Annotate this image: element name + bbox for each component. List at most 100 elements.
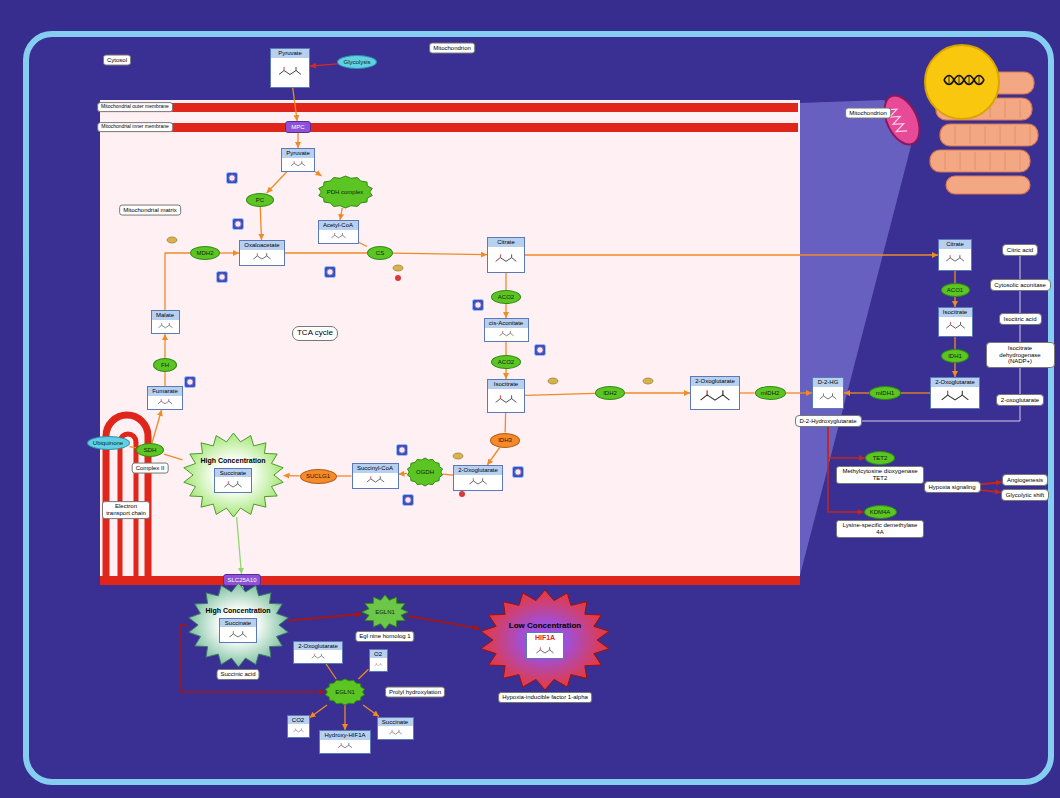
structure-drawing xyxy=(323,742,367,751)
enzyme-ellipse: ACO1 xyxy=(941,283,970,297)
structure-drawing xyxy=(297,653,339,661)
label-box: Cytosolic aconitase xyxy=(990,279,1051,291)
node-text: FH xyxy=(161,362,169,369)
region-label: Mitochondrion xyxy=(845,108,891,119)
node-text: Isocitrate xyxy=(939,308,972,317)
enzyme-complex: EGLN1 xyxy=(325,679,365,705)
reaction-connector xyxy=(505,342,506,355)
structure-drawing xyxy=(457,477,499,488)
reaction-connector xyxy=(828,427,865,458)
structure-bond xyxy=(509,331,510,333)
node-text: EGLN1 xyxy=(375,609,395,616)
node-text: SDH xyxy=(144,447,157,454)
metabolite-box: Succinate xyxy=(377,717,414,740)
structure-bond xyxy=(942,395,969,400)
structure-bond xyxy=(500,395,501,398)
enzyme-ellipse: MDH2 xyxy=(190,246,220,260)
structure-bond xyxy=(496,258,517,262)
node-text: Isocitric acid xyxy=(1003,316,1036,323)
node-text: 2-Oxoglutarate xyxy=(691,377,739,386)
metabolite-box: Malate xyxy=(151,310,180,334)
enzyme-ellipse: ACO2 xyxy=(491,290,521,304)
structure-bond xyxy=(389,731,402,733)
structure-bond xyxy=(959,255,960,258)
node-text: TCA cycle xyxy=(297,328,333,337)
node-text: CO2 xyxy=(288,716,309,725)
node-text: Succinyl-CoA xyxy=(353,464,398,473)
metabolite-box: Hydroxy-HIF1A xyxy=(319,730,371,754)
node-text: Cytosolic aconitase xyxy=(994,282,1046,289)
structure-drawing xyxy=(356,475,395,486)
outline-shape xyxy=(318,176,372,208)
node-caption: Lysine-specific demethylase 4A xyxy=(836,520,924,538)
reaction-connector xyxy=(293,88,297,121)
mitochondrion-figure xyxy=(877,90,926,150)
metabolite-box: cis-Aconitate xyxy=(484,318,529,342)
node-text: D-2-HG xyxy=(813,378,843,387)
reaction-connector xyxy=(1020,291,1021,313)
reaction-connector xyxy=(359,242,368,246)
structure-bond xyxy=(229,633,246,636)
reaction-connector xyxy=(315,172,322,176)
structure-bond xyxy=(296,67,297,71)
reaction-connector xyxy=(310,705,328,718)
structure-bond xyxy=(301,161,302,163)
region-label: Complex II xyxy=(132,463,169,474)
structure-bond xyxy=(391,729,392,731)
structure-bond xyxy=(366,479,383,482)
reaction-connector xyxy=(981,482,1003,484)
node-text: mIDH2 xyxy=(761,390,780,397)
structure-bond xyxy=(233,631,234,634)
node-text: IDH3 xyxy=(498,437,512,444)
node-text: Malate xyxy=(152,311,179,320)
reaction-connector xyxy=(981,490,1002,492)
structure-drawing xyxy=(274,60,306,85)
structure-bond xyxy=(374,664,382,665)
transporter-box: SLC25A10 xyxy=(223,574,261,586)
metabolite-box: Citrate xyxy=(938,239,972,271)
reaction-connector xyxy=(408,616,480,629)
metabolite-box: Isocitrate xyxy=(487,379,525,413)
structure-bond xyxy=(823,393,824,396)
structure-bond xyxy=(242,631,243,634)
reaction-connector xyxy=(1020,256,1021,279)
dna-strand xyxy=(944,76,984,85)
label-box: 2-oxoglutarate xyxy=(996,394,1044,406)
structure-bond xyxy=(379,476,380,479)
node-text: ACO1 xyxy=(947,287,963,294)
region-label: Mitochondrial matrix xyxy=(119,205,181,216)
reaction-connector xyxy=(284,475,300,476)
node-text: SLC25A10 xyxy=(227,577,256,584)
structure-bond xyxy=(293,730,303,732)
enzyme-complex: OGDH xyxy=(407,458,443,486)
reaction-connector xyxy=(954,271,955,283)
structure-bond xyxy=(161,399,162,401)
region-label: Cytosol xyxy=(103,55,131,66)
structure-bond xyxy=(168,323,169,325)
node-text: Oxaloacetate xyxy=(240,241,284,250)
metabolite-box: CO2 xyxy=(287,715,310,738)
node-text: OGDH xyxy=(416,469,434,476)
structure-bond xyxy=(341,743,342,745)
node-text: PC xyxy=(256,197,264,204)
concentration-title: High Concentration xyxy=(201,457,266,465)
enzyme-ellipse: KDM4ALysine-specific demethylase 4A xyxy=(864,505,897,519)
reaction-connector xyxy=(487,448,499,466)
reaction-connector xyxy=(525,254,938,255)
reaction-connector xyxy=(337,475,352,476)
structure-bond xyxy=(375,663,376,664)
node-text: 2-Oxoglutarate xyxy=(454,466,502,475)
reaction-connector xyxy=(164,334,165,358)
inner-membrane xyxy=(100,576,800,585)
label-box: Angiogenesis xyxy=(1002,474,1048,486)
metabolite-box: D-2-HG xyxy=(812,377,844,409)
structure-bond xyxy=(536,650,553,653)
structure-bond xyxy=(398,729,399,731)
node-text: HIF1A xyxy=(527,633,563,643)
node-text: Citric acid xyxy=(1007,247,1033,254)
structure-bond xyxy=(370,476,371,479)
structure-bond xyxy=(947,391,948,395)
structure-bond xyxy=(482,478,483,481)
structure-bond xyxy=(228,481,229,484)
structure-drawing xyxy=(155,322,176,331)
